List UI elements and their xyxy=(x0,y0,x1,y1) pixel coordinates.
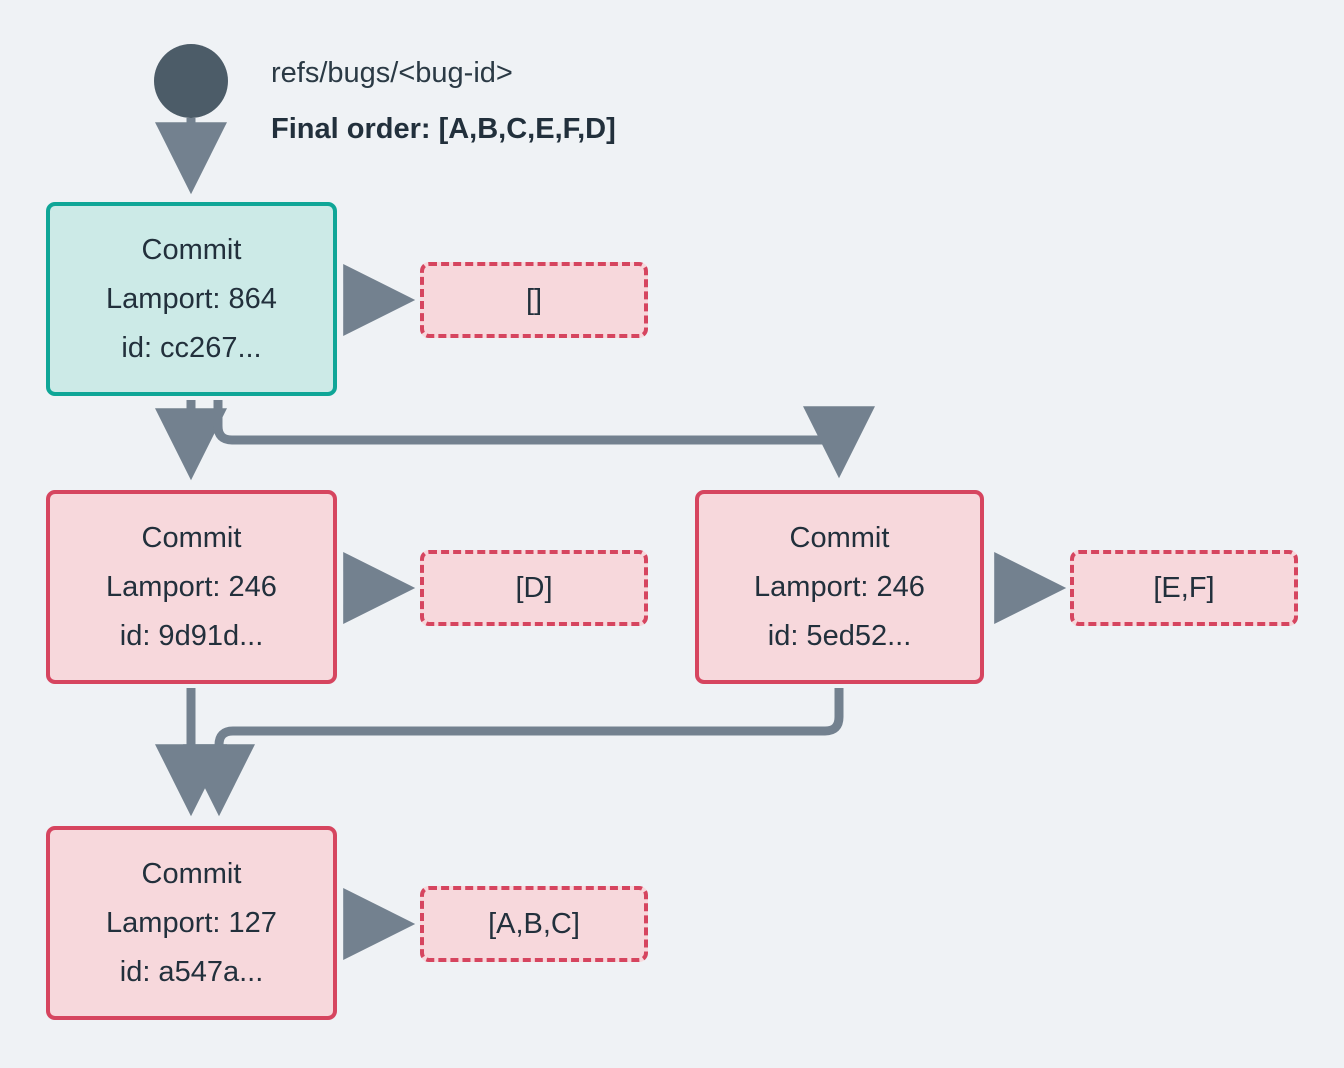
commit-title: Commit xyxy=(141,857,242,890)
commit-node-5ed52[interactable]: Commit Lamport: 246 id: 5ed52... xyxy=(695,490,984,684)
ops-list-label: [A,B,C] xyxy=(488,907,580,940)
edge-5ed52-to-a547a xyxy=(183,688,844,817)
ops-list-label: [D] xyxy=(515,571,553,604)
final-order-label: Final order: [A,B,C,E,F,D] xyxy=(271,113,616,145)
commit-hash: id: 9d91d... xyxy=(119,619,264,652)
ops-list-label: [E,F] xyxy=(1153,571,1215,604)
commit-node-9d91d[interactable]: Commit Lamport: 246 id: 9d91d... xyxy=(46,490,337,684)
commit-node-a547a[interactable]: Commit Lamport: 127 id: a547a... xyxy=(46,826,337,1020)
ops-box-cc267[interactable]: [] xyxy=(420,262,648,338)
commit-title: Commit xyxy=(141,521,242,554)
commit-title: Commit xyxy=(141,233,242,266)
ops-box-5ed52[interactable]: [E,F] xyxy=(1070,550,1298,626)
commit-lamport: Lamport: 864 xyxy=(106,282,277,315)
ref-path-label: refs/bugs/<bug-id> xyxy=(271,57,513,89)
commit-hash: id: cc267... xyxy=(121,331,262,364)
commit-hash: id: a547a... xyxy=(119,955,264,988)
ops-box-9d91d[interactable]: [D] xyxy=(420,550,648,626)
commit-node-cc267[interactable]: Commit Lamport: 864 id: cc267... xyxy=(46,202,337,396)
commit-title: Commit xyxy=(789,521,890,554)
commit-hash: id: 5ed52... xyxy=(767,619,912,652)
ops-box-a547a[interactable]: [A,B,C] xyxy=(420,886,648,962)
commit-lamport: Lamport: 246 xyxy=(106,570,277,603)
edge-cc267-to-5ed52 xyxy=(213,400,875,479)
ops-list-label: [] xyxy=(525,283,543,316)
ref-root-circle-icon xyxy=(154,44,228,118)
commit-lamport: Lamport: 246 xyxy=(754,570,925,603)
commit-lamport: Lamport: 127 xyxy=(106,906,277,939)
